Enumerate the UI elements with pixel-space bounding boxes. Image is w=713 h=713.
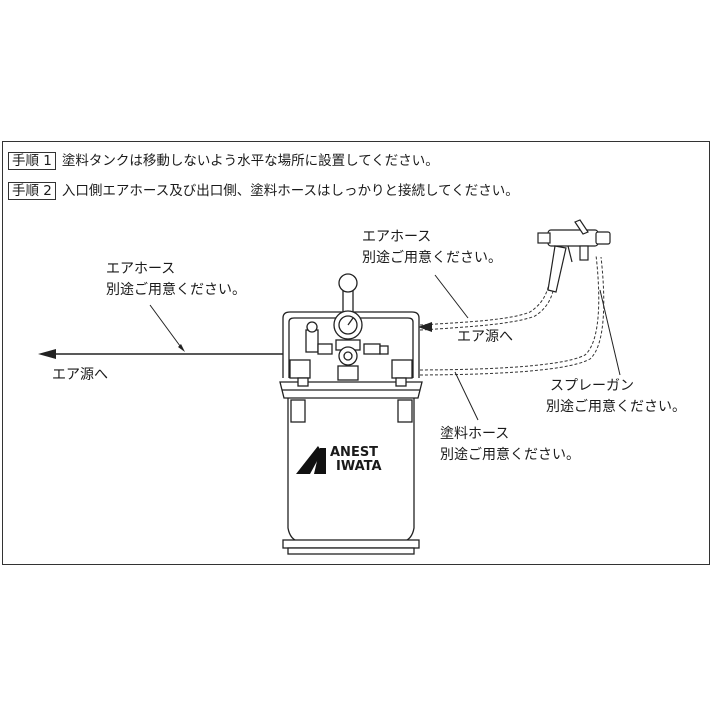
logo-text-line-1: ANEST (330, 445, 379, 460)
air-hose-right-leader (434, 274, 469, 319)
air-hose-right-label-line-2: 別途ご用意ください。 (362, 250, 502, 266)
spray-gun-leader (599, 289, 621, 376)
spray-gun (537, 219, 611, 293)
spray-gun-label-line-1: スプレーガン (550, 378, 634, 394)
air-source-right-arrow (418, 322, 432, 332)
spray-gun-label-line-2: 別途ご用意ください。 (546, 399, 686, 415)
paint-tank (279, 273, 423, 555)
anest-iwata-logo-mark (296, 446, 326, 474)
step-2: 手順 2 入口側エアホース及び出口側、塗料ホースはしっかりと接続してください。 (8, 182, 519, 200)
air-hose-left-leader (149, 304, 184, 351)
air-hose-left-label-line-2: 別途ご用意ください。 (106, 282, 246, 298)
step-2-tag: 手順 2 (8, 182, 56, 200)
diagram-frame (2, 141, 710, 565)
paint-hose-label-line-1: 塗料ホース (440, 426, 510, 442)
step-1: 手順 1 塗料タンクは移動しないよう水平な場所に設置してください。 (8, 152, 439, 170)
paint-hose-line (409, 254, 600, 371)
air-source-left-label: エア源へ (52, 367, 108, 383)
step-2-text: 入口側エアホース及び出口側、塗料ホースはしっかりと接続してください。 (61, 183, 519, 199)
paint-hose-leader (454, 371, 479, 421)
step-1-text: 塗料タンクは移動しないよう水平な場所に設置してください。 (61, 153, 439, 169)
air-source-left-arrow (38, 349, 56, 359)
air-hose-right-label-line-1: エアホース (362, 229, 432, 245)
paint-hose-label-line-2: 別途ご用意ください。 (440, 447, 580, 463)
step-1-tag: 手順 1 (8, 152, 56, 170)
air-source-right-label: エア源へ (457, 329, 513, 345)
air-hose-left-label-line-1: エアホース (106, 261, 176, 277)
logo-text-line-2: IWATA (336, 459, 382, 474)
